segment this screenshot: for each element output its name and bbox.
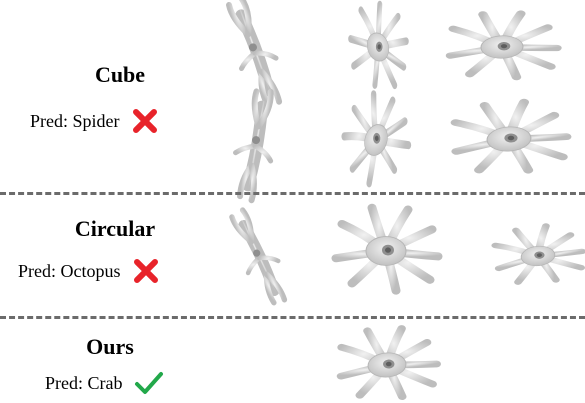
section-title-cube: Cube [70, 62, 170, 88]
prediction-row-ours: Pred: Crab [45, 370, 164, 396]
section-divider-1 [0, 192, 585, 195]
cross-icon [132, 108, 158, 134]
circular-view-2 [330, 205, 440, 300]
prediction-label: Pred: Spider [30, 111, 120, 132]
check-icon [134, 370, 164, 396]
ours-view-1 [335, 325, 445, 403]
prediction-row-cube: Pred: Spider [30, 108, 158, 134]
cube-view-5 [330, 95, 425, 185]
cube-view-3 [440, 5, 565, 90]
section-title-circular: Circular [45, 216, 185, 242]
cross-icon [133, 258, 159, 284]
prediction-label: Pred: Crab [45, 373, 122, 394]
circular-view-1 [225, 210, 295, 305]
section-title-ours: Ours [60, 334, 160, 360]
prediction-row-circular: Pred: Octopus [18, 258, 159, 284]
prediction-label: Pred: Octopus [18, 261, 121, 282]
cube-view-4 [215, 100, 295, 195]
cube-view-1 [215, 5, 295, 100]
section-divider-2 [0, 316, 585, 319]
cube-view-6 [445, 95, 570, 185]
circular-view-3 [490, 220, 585, 290]
cube-view-2 [330, 5, 425, 90]
